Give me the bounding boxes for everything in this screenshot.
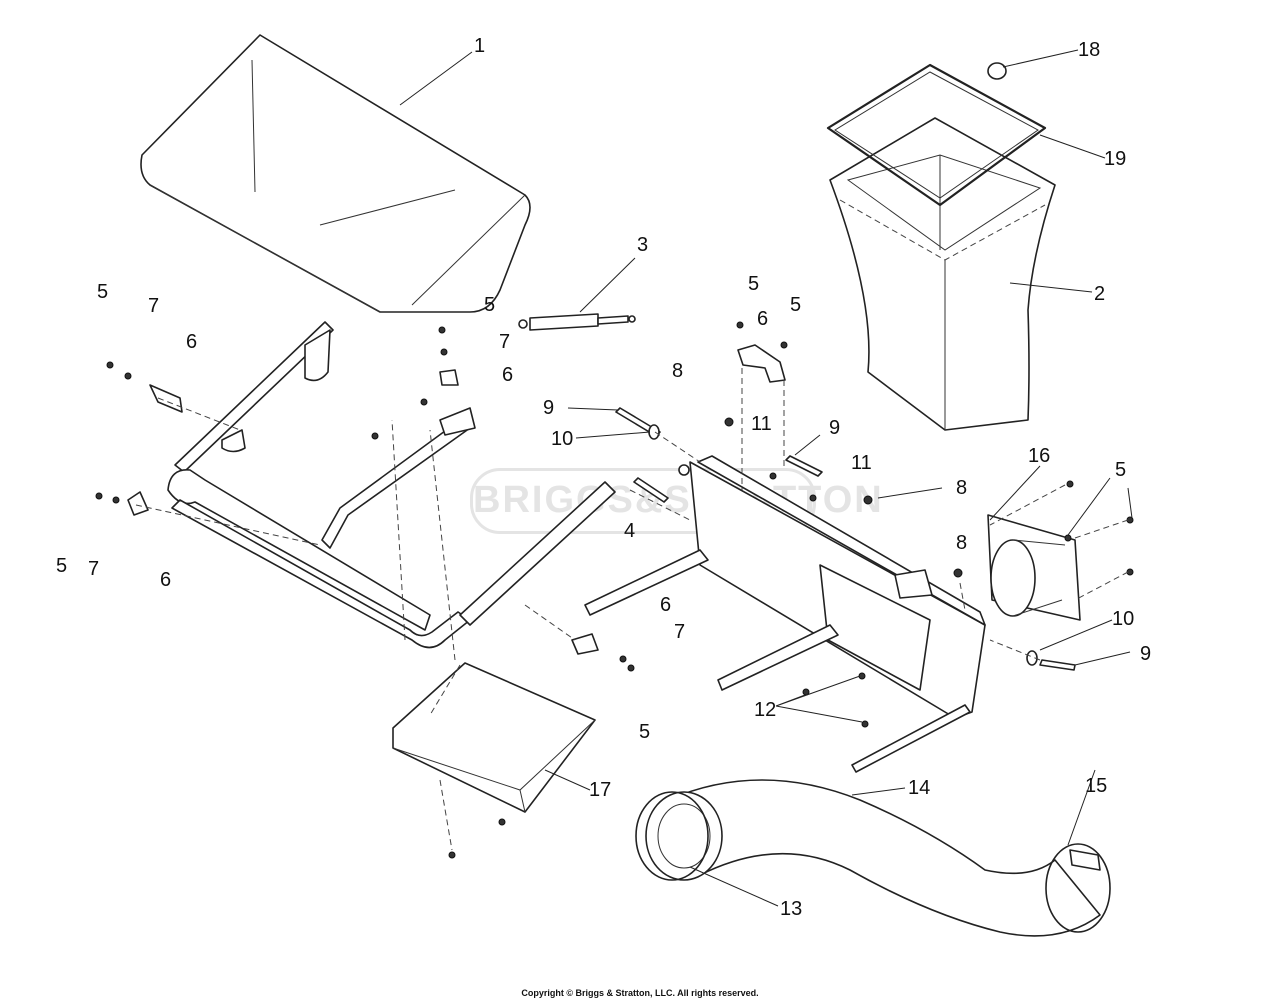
callout-9: 9 [1140, 643, 1151, 665]
callout-9: 9 [829, 417, 840, 439]
part-15-hose-clamp[interactable] [1045, 843, 1111, 933]
callout-4: 4 [624, 520, 635, 542]
callout-13: 13 [780, 898, 802, 920]
callout-11: 11 [851, 452, 872, 474]
copyright-notice: Copyright © Briggs & Stratton, LLC. All … [521, 988, 759, 998]
part-16-chute-adapter[interactable] [987, 514, 1081, 621]
callout-7: 7 [88, 558, 99, 580]
part-6-bracket [571, 633, 599, 655]
callout-6: 6 [757, 308, 768, 330]
callout-9: 9 [543, 397, 554, 419]
callout-5: 5 [790, 294, 801, 316]
callout-7: 7 [148, 295, 159, 317]
callout-5: 5 [748, 273, 759, 295]
part-6-bracket [149, 384, 183, 413]
part-4-pin [633, 477, 669, 503]
part-14-discharge-hose[interactable] [645, 779, 1101, 937]
part-2-catcher-bag[interactable] [829, 117, 1056, 431]
part-17-deflector[interactable] [392, 662, 596, 813]
part-8-nut [863, 495, 873, 505]
part-9-bolt [785, 455, 823, 477]
callout-15: 15 [1085, 775, 1107, 797]
callout-6: 6 [186, 331, 197, 353]
callout-16: 16 [1028, 445, 1050, 467]
callouts: 1 2 3 4 5 5 5 5 5 5 5 6 6 6 6 6 7 7 7 7 … [56, 35, 1151, 920]
part-19-bag-frame[interactable] [826, 63, 1047, 207]
callout-19: 19 [1104, 148, 1126, 170]
callout-7: 7 [499, 331, 510, 353]
callout-11: 11 [751, 413, 772, 435]
callout-7: 7 [674, 621, 685, 643]
callout-17: 17 [589, 779, 611, 801]
part-1-bag-cover[interactable] [140, 34, 531, 313]
leader-lines [399, 49, 1133, 907]
callout-14: 14 [908, 777, 930, 799]
callout-10: 10 [1112, 608, 1134, 630]
part-8-nut [724, 417, 734, 427]
part-10-washer [648, 424, 660, 440]
callout-5: 5 [56, 555, 67, 577]
callout-6: 6 [660, 594, 671, 616]
part-18-cap[interactable] [987, 62, 1007, 80]
callout-18: 18 [1078, 39, 1100, 61]
callout-2: 2 [1094, 283, 1105, 305]
callout-8: 8 [956, 532, 967, 554]
hardware [95, 321, 1134, 859]
part-9-bolt [1039, 659, 1076, 671]
part-10-washer [1026, 650, 1038, 666]
part-6-bracket [439, 369, 459, 386]
callout-5: 5 [484, 294, 495, 316]
part-13-hose-clamp[interactable] [635, 791, 709, 881]
callout-5: 5 [97, 281, 108, 303]
callout-5: 5 [1115, 459, 1126, 481]
callout-8: 8 [672, 360, 683, 382]
callout-5: 5 [639, 721, 650, 743]
callout-6: 6 [160, 569, 171, 591]
left-frame-assembly[interactable] [167, 321, 616, 649]
callout-10: 10 [551, 428, 573, 450]
callout-3: 3 [637, 234, 648, 256]
part-8-nut [953, 568, 963, 578]
part-3-gas-spring[interactable] [518, 313, 636, 331]
rear-frame-assembly[interactable] [584, 344, 986, 773]
part-6-bracket [127, 491, 149, 516]
callout-12: 12 [754, 699, 776, 721]
callout-8: 8 [956, 477, 967, 499]
callout-1: 1 [474, 35, 485, 57]
assembly-lines [135, 368, 1129, 851]
callout-6: 6 [502, 364, 513, 386]
